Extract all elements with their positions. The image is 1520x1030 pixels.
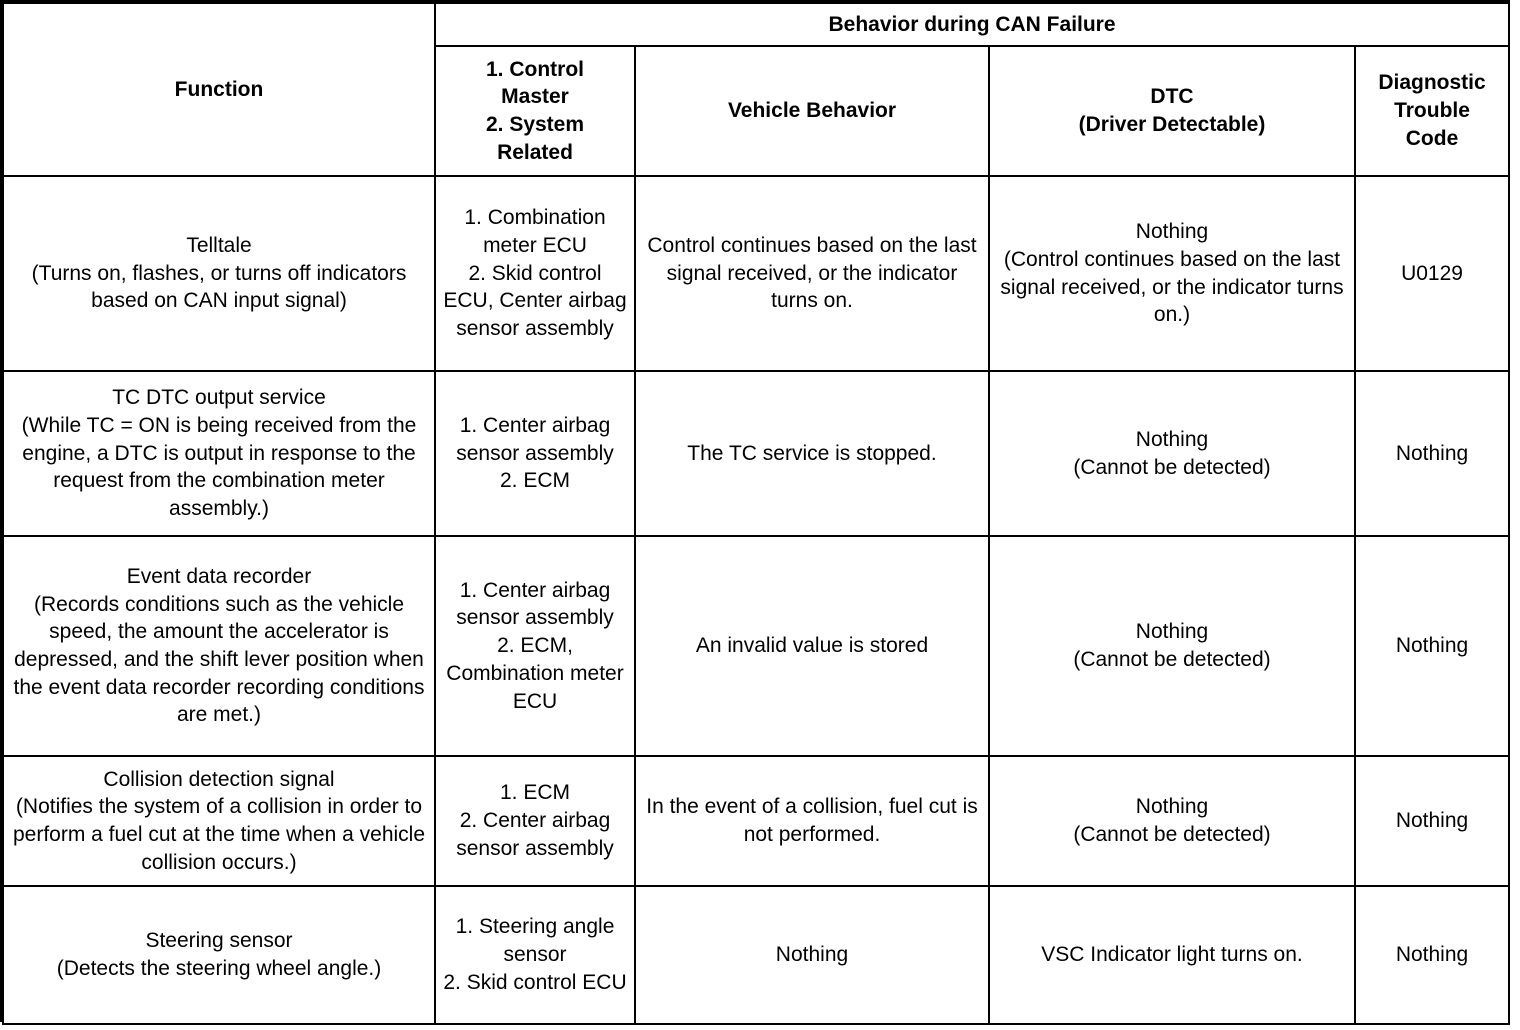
column-header-control-master-system-related: 1. Control Master 2. System Related <box>434 45 636 177</box>
cell-diagnostic-trouble-code: Nothing <box>1353 535 1511 757</box>
cell-function: Steering sensor (Detects the steering wh… <box>2 885 436 1025</box>
table-row: Steering sensor (Detects the steering wh… <box>2 885 1511 1025</box>
cell-control-master-system: 1. Center airbag sensor assembly 2. ECM <box>434 370 636 537</box>
cell-dtc-driver-detectable: Nothing (Cannot be detected) <box>988 370 1356 537</box>
column-header-dtc-driver-detectable: DTC (Driver Detectable) <box>988 45 1356 177</box>
table-header: Function Behavior during CAN Failure 1. … <box>2 2 1511 177</box>
cell-function: Telltale (Turns on, flashes, or turns of… <box>2 175 436 372</box>
table-row: TC DTC output service (While TC = ON is … <box>2 370 1511 537</box>
header-row-subcolumns: 1. Control Master 2. System Related Vehi… <box>3 45 1511 177</box>
table-row: Telltale (Turns on, flashes, or turns of… <box>2 175 1511 372</box>
cell-diagnostic-trouble-code: Nothing <box>1353 370 1511 537</box>
cell-diagnostic-trouble-code: U0129 <box>1353 175 1511 372</box>
cell-control-master-system: 1. Center airbag sensor assembly 2. ECM,… <box>434 535 636 757</box>
column-header-diagnostic-trouble-code: Diagnostic Trouble Code <box>1353 45 1511 177</box>
cell-control-master-system: 1. Combination meter ECU 2. Skid control… <box>434 175 636 372</box>
table-row: Event data recorder (Records conditions … <box>2 535 1511 757</box>
cell-vehicle-behavior: Nothing <box>634 885 990 1025</box>
cell-dtc-driver-detectable: Nothing (Control continues based on the … <box>988 175 1356 372</box>
cell-vehicle-behavior: Control continues based on the last sign… <box>634 175 990 372</box>
column-header-behavior-during-can-failure: Behavior during CAN Failure <box>433 2 1511 47</box>
cell-control-master-system: 1. Steering angle sensor 2. Skid control… <box>434 885 636 1025</box>
column-header-vehicle-behavior: Vehicle Behavior <box>634 45 990 177</box>
cell-dtc-driver-detectable: Nothing (Cannot be detected) <box>988 755 1356 887</box>
table-body: Telltale (Turns on, flashes, or turns of… <box>2 175 1511 1025</box>
cell-dtc-driver-detectable: VSC Indicator light turns on. <box>988 885 1356 1025</box>
cell-function: Event data recorder (Records conditions … <box>2 535 436 757</box>
cell-control-master-system: 1. ECM 2. Center airbag sensor assembly <box>434 755 636 887</box>
column-header-function: Function <box>2 2 436 177</box>
cell-diagnostic-trouble-code: Nothing <box>1353 755 1511 887</box>
cell-diagnostic-trouble-code: Nothing <box>1353 885 1511 1025</box>
cell-function: Collision detection signal (Notifies the… <box>2 755 436 887</box>
cell-vehicle-behavior: The TC service is stopped. <box>634 370 990 537</box>
table-row: Collision detection signal (Notifies the… <box>2 755 1511 887</box>
cell-vehicle-behavior: In the event of a collision, fuel cut is… <box>634 755 990 887</box>
cell-dtc-driver-detectable: Nothing (Cannot be detected) <box>988 535 1356 757</box>
cell-vehicle-behavior: An invalid value is stored <box>634 535 990 757</box>
header-row-group-title: Function Behavior during CAN Failure <box>2 2 1511 177</box>
cell-function: TC DTC output service (While TC = ON is … <box>2 370 436 537</box>
